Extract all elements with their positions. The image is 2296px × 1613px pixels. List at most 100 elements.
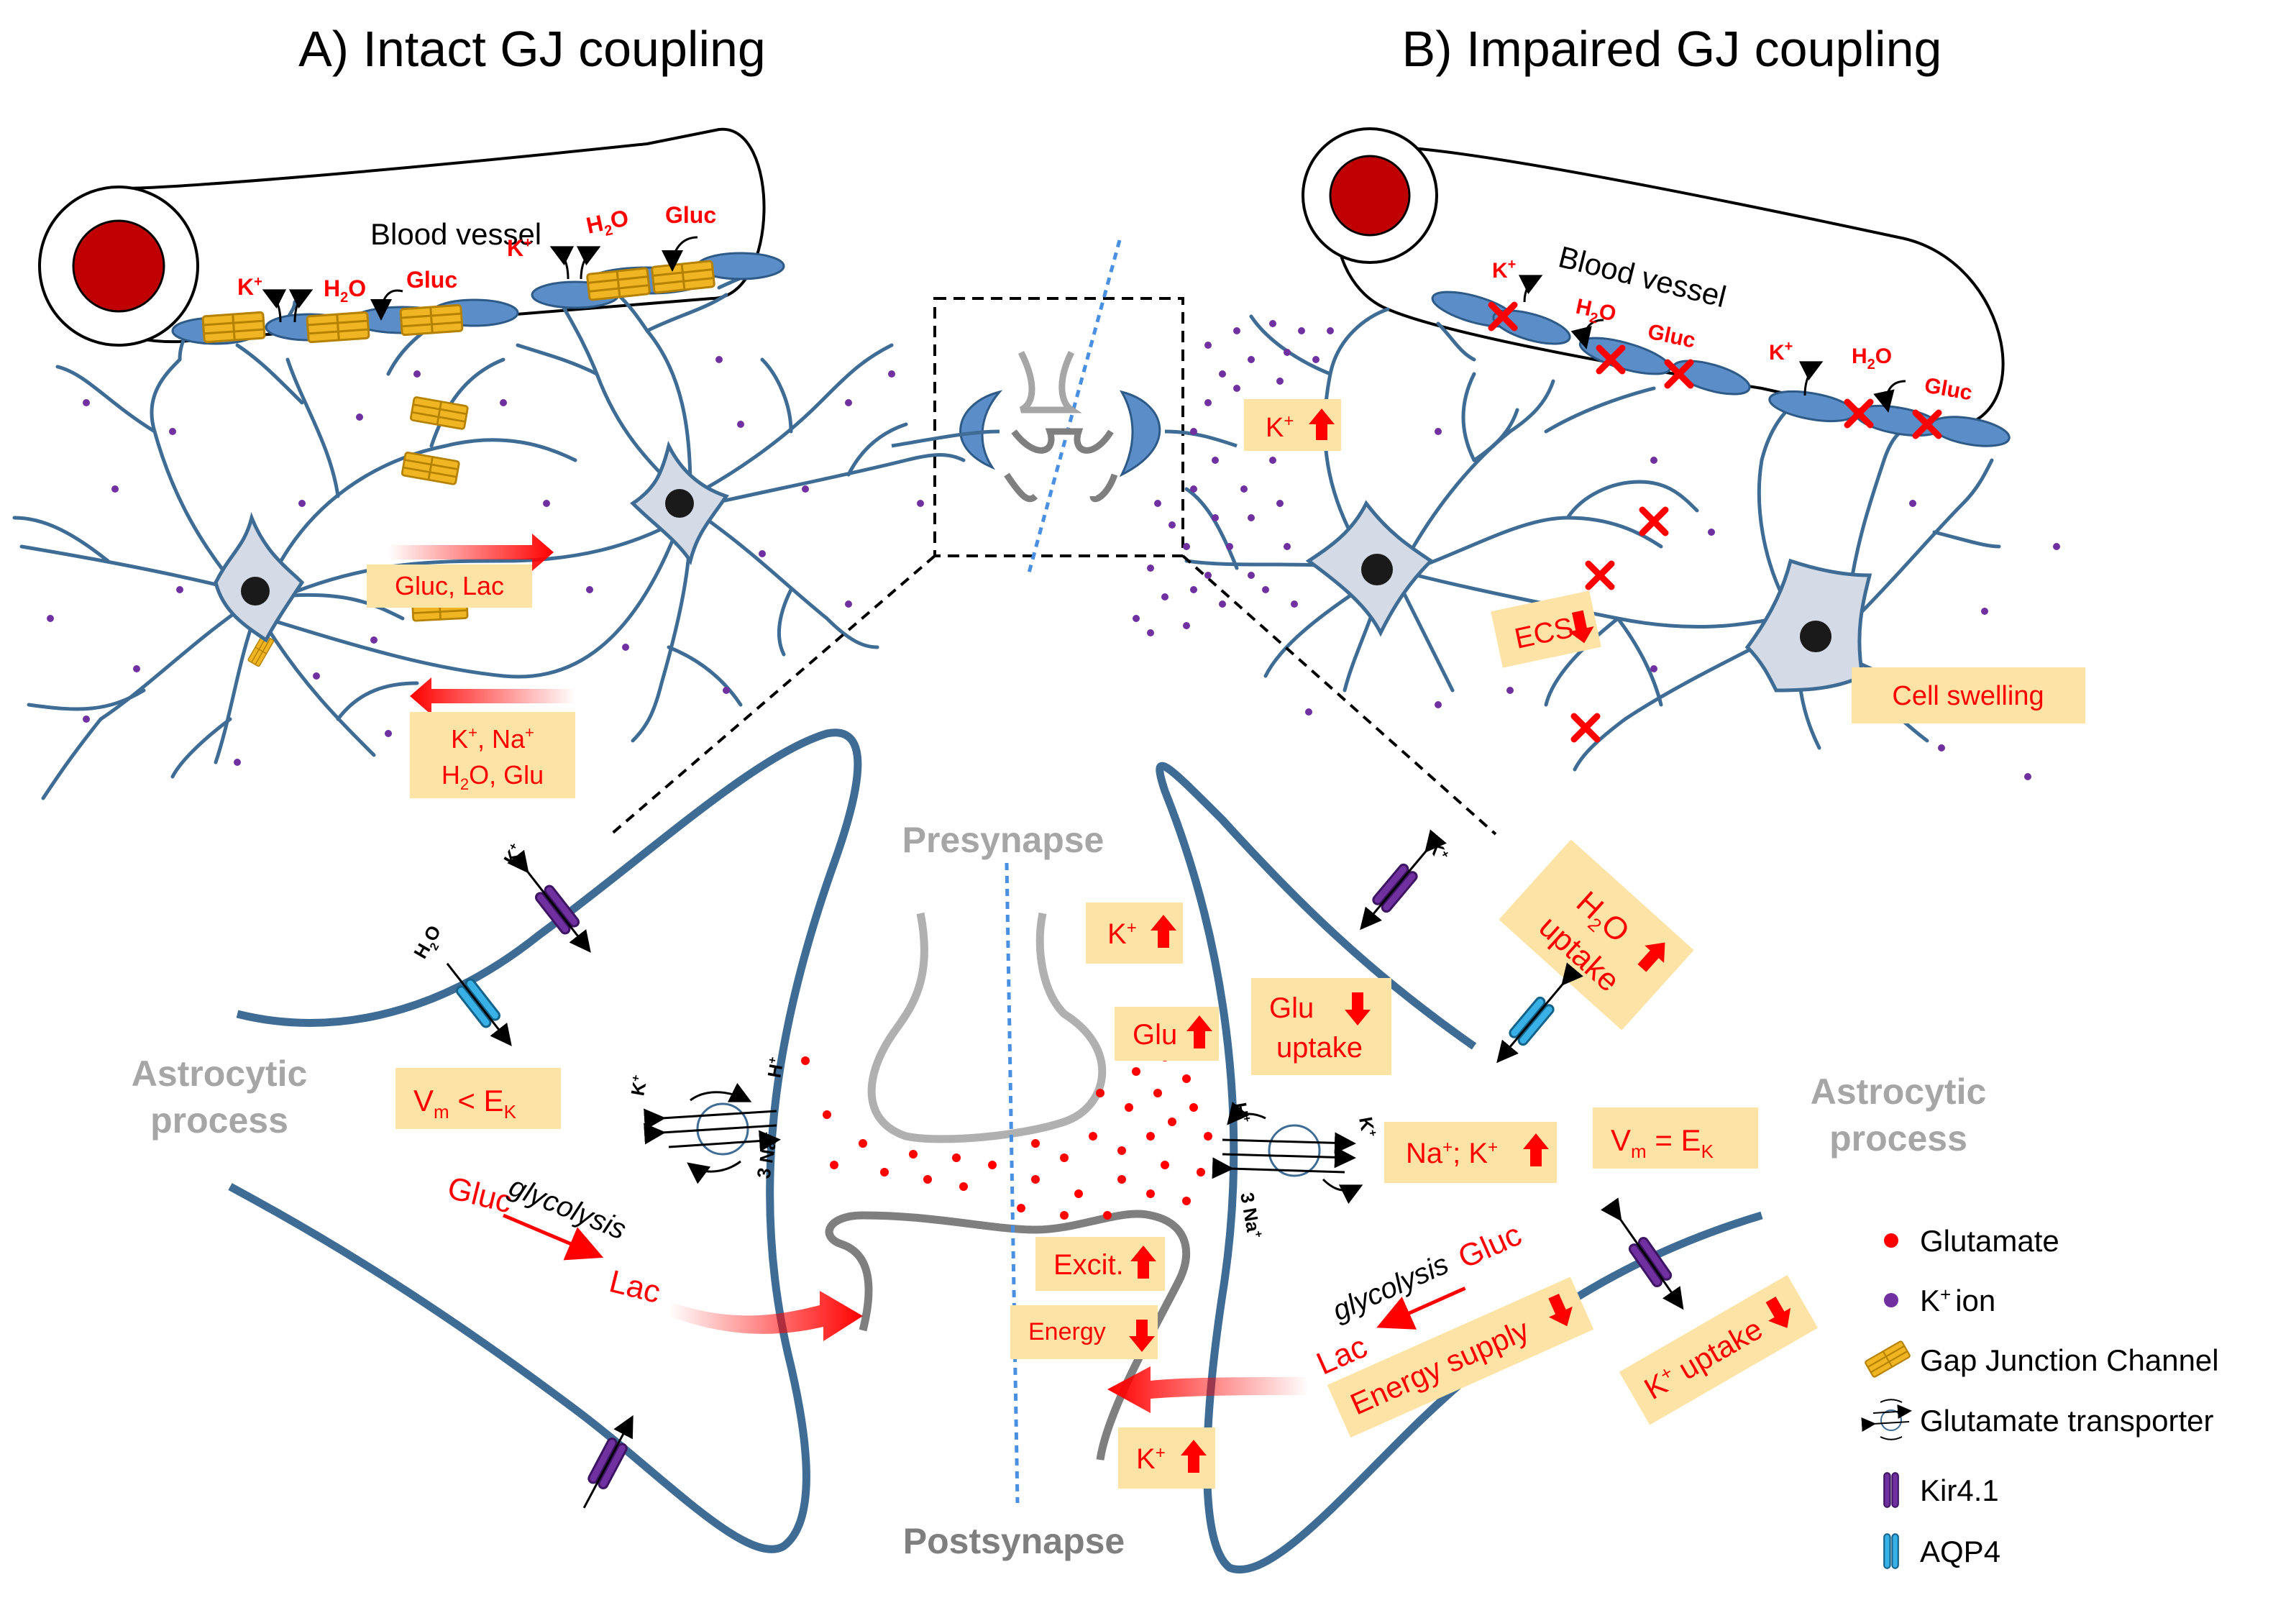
panel-b-title: B) Impaired GJ coupling bbox=[1402, 21, 1942, 77]
legend-label-k-ion: K+ion bbox=[1920, 1284, 1995, 1317]
k-uptake-box bbox=[1619, 1274, 1819, 1425]
cell-swelling-box bbox=[1852, 667, 2085, 723]
panel-b-blood-vessel: Blood vessel bbox=[1302, 127, 2005, 430]
ion-flow-label-line2: H2O, Glu bbox=[442, 760, 544, 793]
svg-text:K+: K+ bbox=[626, 1074, 651, 1097]
svg-text:Gluc: Gluc bbox=[665, 202, 716, 228]
transporter-icon bbox=[1861, 1399, 1912, 1440]
down-arrow-icon bbox=[1765, 1296, 1791, 1328]
lac-left-label: Lac bbox=[606, 1264, 664, 1310]
energy-supply-box bbox=[1327, 1276, 1594, 1438]
aqp4-channel-right bbox=[1496, 962, 1583, 1064]
kir-channel-left-top bbox=[507, 849, 591, 953]
gluc-lac-box bbox=[367, 565, 532, 608]
gluc-right-label: Gluc bbox=[1453, 1217, 1527, 1276]
legend-label-gap-junction: Gap Junction Channel bbox=[1920, 1343, 2219, 1377]
svg-text:3 Na+: 3 Na+ bbox=[752, 1131, 782, 1180]
up-arrow-icon bbox=[1151, 915, 1176, 948]
presynapse-label: Presynapse bbox=[902, 820, 1104, 860]
glu-up-label: Glu bbox=[1133, 1019, 1177, 1051]
glutamate-transporter-right: H+ K+ 3 Na+ bbox=[1212, 1101, 1379, 1240]
svg-text:H2O: H2O bbox=[409, 921, 449, 964]
vm-lt-ek-box bbox=[395, 1068, 561, 1129]
astrocytic-process-right-1: Astrocytic bbox=[1811, 1071, 1987, 1112]
svg-text:K+: K+ bbox=[507, 235, 532, 261]
na-k-up-box bbox=[1384, 1122, 1557, 1183]
ecs-box bbox=[1491, 590, 1601, 668]
glycolysis-left-arrow bbox=[503, 1213, 604, 1261]
k-up-label-2: K+ bbox=[1136, 1443, 1166, 1475]
lactate-shuttle-arrow bbox=[669, 1291, 863, 1341]
up-arrow-icon bbox=[1181, 1440, 1207, 1473]
kir-channel-icon bbox=[1883, 1472, 1899, 1508]
k-uptake-group: K+ uptake bbox=[1619, 1274, 1819, 1425]
up-arrow-icon bbox=[1186, 1015, 1212, 1048]
svg-text:H+: H+ bbox=[1229, 1101, 1253, 1125]
panel-a-title: A) Intact GJ coupling bbox=[298, 21, 766, 77]
k-up-box-2 bbox=[1118, 1427, 1215, 1489]
down-arrow-icon bbox=[1568, 610, 1594, 644]
ion-flow-box bbox=[410, 712, 575, 798]
h2o-uptake-group: H2O uptake bbox=[1499, 839, 1694, 1031]
kir-channel-right-top bbox=[1360, 829, 1447, 931]
astrocytic-process-left-1: Astrocytic bbox=[132, 1054, 308, 1094]
ion-flow-arrow bbox=[410, 677, 575, 715]
red-dot-icon bbox=[1884, 1233, 1898, 1248]
svg-text:H2O: H2O bbox=[324, 275, 366, 306]
svg-text:K+: K+ bbox=[499, 841, 528, 869]
gluc-lac-flow-arrow bbox=[388, 534, 554, 571]
legend-label-aqp4: AQP4 bbox=[1920, 1535, 2000, 1568]
panel-a-astrocyte-network bbox=[12, 264, 966, 800]
svg-text:K+: K+ bbox=[1355, 1115, 1379, 1139]
k-up-label-1: K+ bbox=[1107, 918, 1137, 950]
svg-text:3 Na+: 3 Na+ bbox=[1236, 1191, 1266, 1240]
cell-swelling-label: Cell swelling bbox=[1892, 681, 2044, 711]
potassium-dots bbox=[47, 320, 2060, 780]
svg-text:H2O: H2O bbox=[1573, 295, 1618, 331]
astrocytic-process-left-2: process bbox=[150, 1100, 288, 1141]
h2o-uptake-box bbox=[1499, 839, 1694, 1031]
purple-dot-icon bbox=[1884, 1293, 1898, 1307]
svg-text:K+: K+ bbox=[1492, 257, 1516, 283]
legend-label-transporter: Glutamate transporter bbox=[1920, 1404, 2214, 1438]
svg-text:K+: K+ bbox=[237, 274, 262, 300]
legend-label-glutamate: Glutamate bbox=[1920, 1224, 2059, 1258]
aqp4-channel-left bbox=[446, 962, 512, 1046]
postsynapse-label: Postsynapse bbox=[903, 1521, 1125, 1561]
kir-channel-right-bottom bbox=[1600, 1197, 1684, 1310]
vm-lt-ek-label: Vm < EK bbox=[413, 1084, 517, 1123]
up-arrow-icon bbox=[1309, 408, 1335, 440]
red-blood-cell-icon bbox=[1329, 155, 1411, 237]
na-k-up-label: Na+; K+ bbox=[1406, 1138, 1498, 1169]
glu-uptake-label-1: Glu bbox=[1269, 992, 1314, 1024]
excit-up-label: Excit. bbox=[1053, 1249, 1124, 1281]
svg-text:K+: K+ bbox=[1424, 836, 1453, 864]
blood-vessel-label-a: Blood vessel bbox=[370, 217, 541, 251]
panel-b-vessel-exchange: K+ H2O Gluc K+ H2O Gluc bbox=[1492, 257, 1974, 413]
svg-text:Gluc: Gluc bbox=[406, 267, 457, 293]
vm-eq-ek-label: Vm = EK bbox=[1611, 1123, 1714, 1162]
ion-flow-label-line1: K+, Na+ bbox=[451, 723, 534, 754]
up-arrow-icon bbox=[1637, 942, 1665, 972]
glycolysis-right-arrow bbox=[1376, 1287, 1466, 1330]
down-arrow-icon bbox=[1548, 1294, 1573, 1327]
legend: Glutamate K+ion Gap Junction Channel Glu… bbox=[1861, 1224, 2219, 1569]
svg-text:H2O: H2O bbox=[1852, 344, 1892, 373]
down-arrow-icon bbox=[1129, 1320, 1155, 1352]
energy-down-box bbox=[1010, 1305, 1158, 1359]
glu-uptake-box bbox=[1251, 978, 1391, 1075]
energy-down-label: Energy bbox=[1028, 1318, 1106, 1345]
vm-eq-ek-box bbox=[1593, 1107, 1758, 1169]
glycolysis-right-label: glycolysis bbox=[1328, 1248, 1453, 1328]
legend-label-kir: Kir4.1 bbox=[1920, 1473, 1999, 1507]
gap-junction-icon bbox=[1864, 1340, 1911, 1379]
glycolysis-left-label: glycolysis bbox=[505, 1171, 631, 1246]
up-arrow-icon bbox=[1523, 1133, 1549, 1166]
kir-channel-left-bottom bbox=[582, 1415, 634, 1509]
panel-a-astrocyte-soma bbox=[630, 440, 729, 566]
panel-b-astrocyte-soma bbox=[1305, 500, 1434, 637]
aqp4-channel-icon bbox=[1883, 1533, 1899, 1569]
glu-uptake-label-2: uptake bbox=[1276, 1032, 1363, 1064]
glutamate-transporter-left: K+ H+ 3 Na+ bbox=[626, 1056, 787, 1184]
